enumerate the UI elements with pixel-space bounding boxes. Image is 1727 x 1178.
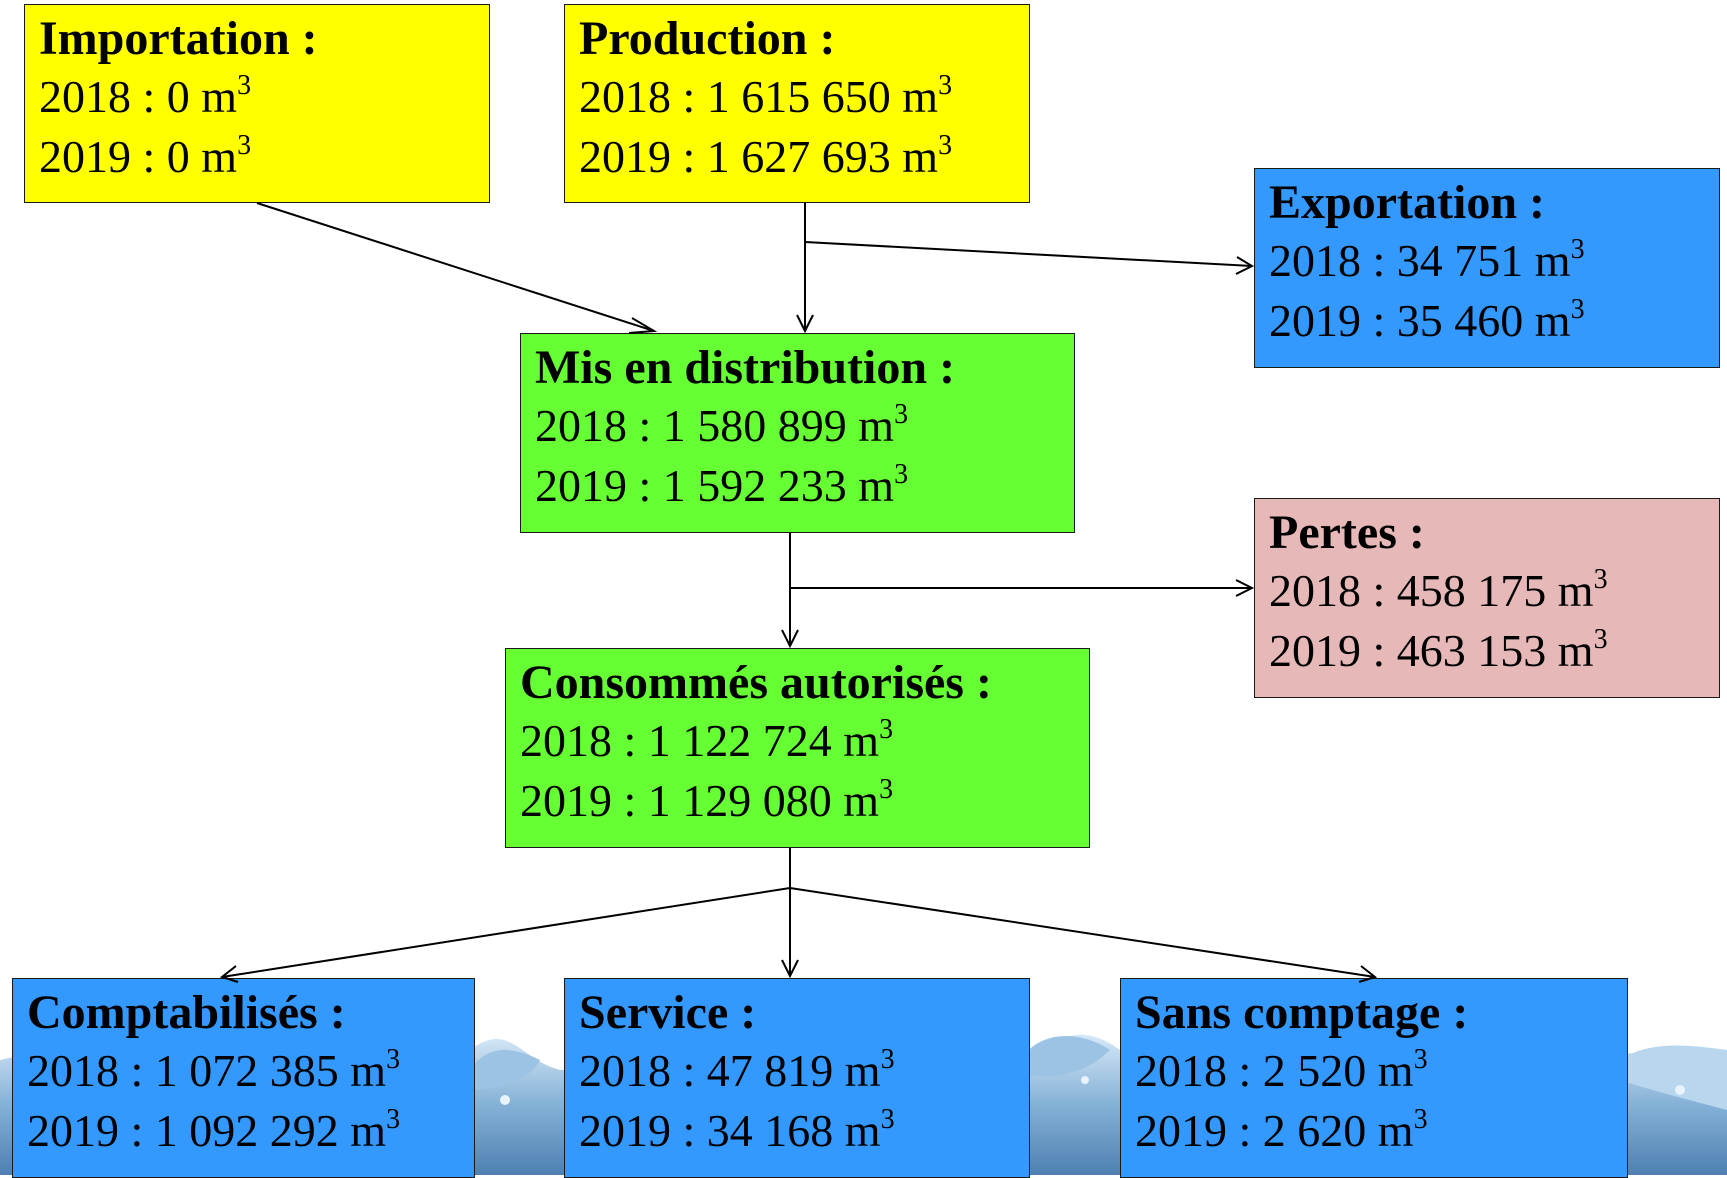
consommes-2018: 2018 : 1 122 724 m3 <box>520 711 1075 771</box>
pertes-box: Pertes : 2018 : 458 175 m3 2019 : 463 15… <box>1254 498 1720 698</box>
service-2019-value: 2019 : 34 168 m <box>579 1105 881 1156</box>
production-2018-value: 2018 : 1 615 650 m <box>579 71 939 122</box>
unit-exponent: 3 <box>1593 624 1608 655</box>
production-title: Production : <box>579 12 836 65</box>
consommes-title: Consommés autorisés : <box>520 656 992 709</box>
consommes-box: Consommés autorisés : 2018 : 1 122 724 m… <box>505 648 1090 848</box>
unit-exponent: 3 <box>938 130 953 161</box>
pertes-2018-value: 2018 : 458 175 m <box>1269 565 1594 616</box>
unit-exponent: 3 <box>894 399 909 430</box>
unit-exponent: 3 <box>879 774 894 805</box>
unit-exponent: 3 <box>880 1044 895 1075</box>
production-2019: 2019 : 1 627 693 m3 <box>579 127 1015 187</box>
comptabilises-2019-value: 2019 : 1 092 292 m <box>27 1105 387 1156</box>
exportation-2019: 2019 : 35 460 m3 <box>1269 291 1705 351</box>
unit-exponent: 3 <box>386 1104 401 1135</box>
distribution-2019: 2019 : 1 592 233 m3 <box>535 456 1060 516</box>
unit-exponent: 3 <box>386 1044 401 1075</box>
exportation-2019-value: 2019 : 35 460 m <box>1269 295 1571 346</box>
distribution-title: Mis en distribution : <box>535 341 956 394</box>
pertes-2018: 2018 : 458 175 m3 <box>1269 561 1705 621</box>
importation-title: Importation : <box>39 12 318 65</box>
pertes-title: Pertes : <box>1269 506 1425 559</box>
sans-comptage-box: Sans comptage : 2018 : 2 520 m3 2019 : 2… <box>1120 978 1628 1178</box>
sans-comptage-2018: 2018 : 2 520 m3 <box>1135 1041 1613 1101</box>
production-box: Production : 2018 : 1 615 650 m3 2019 : … <box>564 4 1030 203</box>
consommes-2018-value: 2018 : 1 122 724 m <box>520 715 880 766</box>
comptabilises-2018: 2018 : 1 072 385 m3 <box>27 1041 460 1101</box>
comptabilises-box: Comptabilisés : 2018 : 1 072 385 m3 2019… <box>12 978 475 1178</box>
service-box: Service : 2018 : 47 819 m3 2019 : 34 168… <box>564 978 1030 1178</box>
comptabilises-2019: 2019 : 1 092 292 m3 <box>27 1101 460 1161</box>
distribution-2018-value: 2018 : 1 580 899 m <box>535 400 895 451</box>
comptabilises-2018-value: 2018 : 1 072 385 m <box>27 1045 387 1096</box>
unit-exponent: 3 <box>1413 1104 1428 1135</box>
importation-2019-value: 2019 : 0 m <box>39 131 238 182</box>
exportation-title: Exportation : <box>1269 176 1545 229</box>
service-2018: 2018 : 47 819 m3 <box>579 1041 1015 1101</box>
sans-comptage-2019-value: 2019 : 2 620 m <box>1135 1105 1414 1156</box>
service-2019: 2019 : 34 168 m3 <box>579 1101 1015 1161</box>
service-title: Service : <box>579 986 757 1039</box>
unit-exponent: 3 <box>237 130 252 161</box>
sans-comptage-2018-value: 2018 : 2 520 m <box>1135 1045 1414 1096</box>
sans-comptage-2019: 2019 : 2 620 m3 <box>1135 1101 1613 1161</box>
pertes-2019: 2019 : 463 153 m3 <box>1269 621 1705 681</box>
unit-exponent: 3 <box>938 70 953 101</box>
comptabilises-title: Comptabilisés : <box>27 986 346 1039</box>
pertes-2019-value: 2019 : 463 153 m <box>1269 625 1594 676</box>
exportation-box: Exportation : 2018 : 34 751 m3 2019 : 35… <box>1254 168 1720 368</box>
unit-exponent: 3 <box>1570 294 1585 325</box>
production-2019-value: 2019 : 1 627 693 m <box>579 131 939 182</box>
importation-box: Importation : 2018 : 0 m3 2019 : 0 m3 <box>24 4 490 203</box>
unit-exponent: 3 <box>879 714 894 745</box>
importation-2018: 2018 : 0 m3 <box>39 67 475 127</box>
importation-2018-value: 2018 : 0 m <box>39 71 238 122</box>
unit-exponent: 3 <box>1413 1044 1428 1075</box>
importation-2019: 2019 : 0 m3 <box>39 127 475 187</box>
consommes-2019-value: 2019 : 1 129 080 m <box>520 775 880 826</box>
distribution-2019-value: 2019 : 1 592 233 m <box>535 460 895 511</box>
sans-comptage-title: Sans comptage : <box>1135 986 1469 1039</box>
production-2018: 2018 : 1 615 650 m3 <box>579 67 1015 127</box>
distribution-box: Mis en distribution : 2018 : 1 580 899 m… <box>520 333 1075 533</box>
service-2018-value: 2018 : 47 819 m <box>579 1045 881 1096</box>
exportation-2018-value: 2018 : 34 751 m <box>1269 235 1571 286</box>
unit-exponent: 3 <box>880 1104 895 1135</box>
unit-exponent: 3 <box>1593 564 1608 595</box>
unit-exponent: 3 <box>894 459 909 490</box>
exportation-2018: 2018 : 34 751 m3 <box>1269 231 1705 291</box>
distribution-2018: 2018 : 1 580 899 m3 <box>535 396 1060 456</box>
unit-exponent: 3 <box>237 70 252 101</box>
unit-exponent: 3 <box>1570 234 1585 265</box>
consommes-2019: 2019 : 1 129 080 m3 <box>520 771 1075 831</box>
